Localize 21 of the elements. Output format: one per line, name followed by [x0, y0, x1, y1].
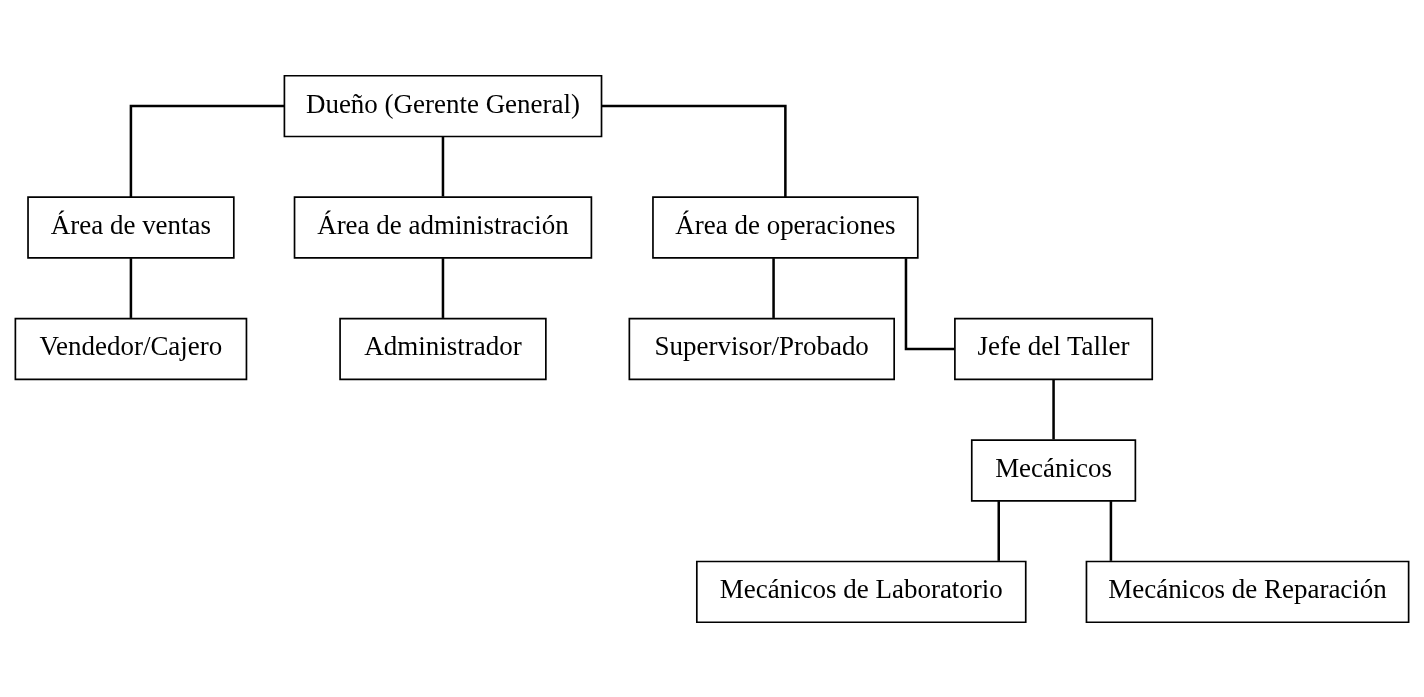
node-box: Dueño (Gerente General) [283, 74, 603, 137]
connector [129, 104, 285, 197]
node-box: Mecánicos [970, 438, 1137, 502]
connector [904, 257, 955, 350]
connector [772, 257, 775, 318]
node-box: Área de administración [293, 195, 593, 259]
connector [1109, 500, 1113, 561]
node-box: Jefe del Taller [954, 317, 1154, 380]
connector [1052, 379, 1055, 439]
connector [441, 257, 445, 318]
node-box: Mecánicos de Laboratorio [695, 560, 1027, 623]
node-box: Supervisor/Probado [628, 317, 895, 380]
connector [441, 136, 445, 196]
node-box: Administrador [339, 317, 547, 380]
node-box: Vendedor/Cajero [14, 317, 248, 380]
node-box: Mecánicos de Reparación [1085, 560, 1410, 623]
connector [601, 104, 787, 197]
node-box: Área de ventas [27, 195, 235, 259]
node-box: Área de operaciones [652, 195, 919, 259]
connector [997, 500, 1000, 561]
connector [129, 257, 133, 318]
